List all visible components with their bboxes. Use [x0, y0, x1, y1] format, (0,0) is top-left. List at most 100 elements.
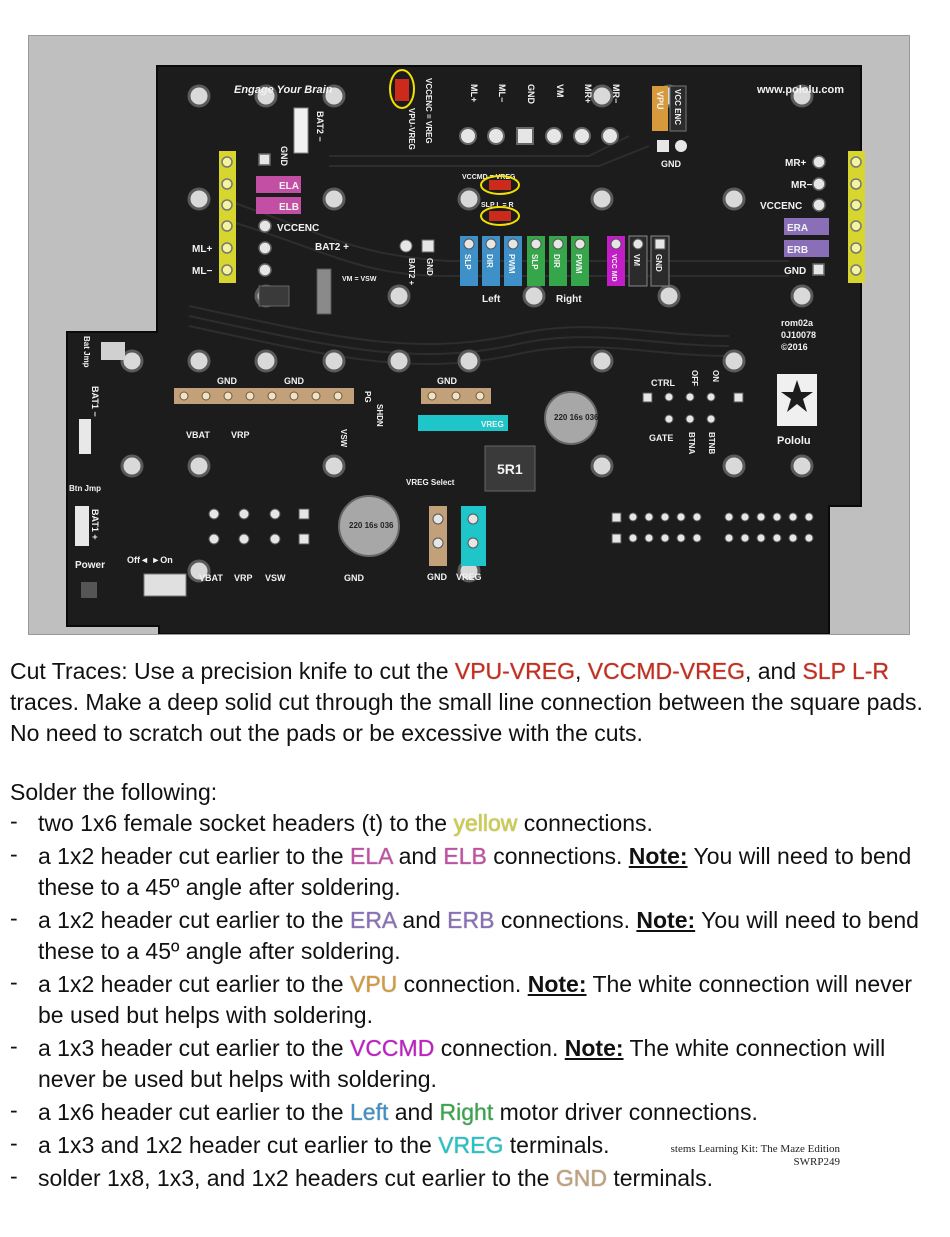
- label-vpu: VPU: [655, 91, 665, 110]
- power-switch: [143, 573, 187, 597]
- step-text: solder 1x8, 1x3, and 1x2 headers cut ear…: [38, 1165, 556, 1191]
- highlight-gnd: GND: [555, 1165, 607, 1191]
- step-text: terminals.: [503, 1132, 610, 1158]
- label-gnd-bottom: GND: [427, 572, 448, 582]
- step-text: connections.: [494, 907, 637, 933]
- label-dir-right: DIR: [552, 254, 561, 268]
- right-yellow-header: [848, 151, 865, 283]
- pcb-drawing: Engage Your Brain www.pololu.com VCCENC …: [66, 65, 865, 634]
- top-pin-label: MR+: [583, 84, 593, 103]
- vccmd-vreg-highlight: [480, 175, 520, 195]
- highlight-ela: ELA: [349, 843, 393, 869]
- label-erb: ERB: [787, 245, 808, 256]
- bottom-right-header: [611, 512, 814, 544]
- label-slp-lr: SLP L = R: [481, 202, 514, 209]
- capacitor-left: [338, 495, 400, 557]
- instructions: Cut Traces: Use a precision knife to cut…: [10, 656, 935, 1196]
- pololu-text: Pololu: [777, 435, 811, 447]
- label-gnd-tan1: GND: [217, 376, 238, 386]
- label-vm: VM: [632, 254, 641, 266]
- label-btnb: BTNB: [707, 432, 716, 454]
- pcb-photo: Engage Your Brain www.pololu.com VCCENC …: [28, 35, 910, 635]
- top-motor-pins: [459, 127, 619, 145]
- vpu-pad: [652, 86, 668, 131]
- label-gnd-md: GND: [654, 254, 663, 272]
- label-off-on: Off◄ ►On: [127, 555, 173, 565]
- label-gnd-tan2: GND: [284, 376, 305, 386]
- ela-pad: [256, 176, 301, 193]
- label-vpu-vreg: VPU-VREG: [407, 108, 416, 150]
- list-item: two 1x6 female socket headers (t) to the…: [10, 806, 935, 839]
- step-text: motor driver connections.: [493, 1099, 758, 1125]
- capacitor-right: [544, 391, 598, 445]
- label-vcc-enc: VCC ENC: [673, 89, 682, 125]
- step-text: connections.: [517, 810, 653, 836]
- highlight-erb: ERB: [447, 907, 495, 933]
- label-gnd-left: GND: [279, 146, 289, 167]
- label-ml-plus: ML+: [192, 244, 212, 255]
- list-item: a 1x6 header cut earlier to the Left and…: [10, 1095, 935, 1128]
- label-bat2-plus: BAT2 +: [315, 242, 349, 253]
- step-text: You will need to bend these to a 45º ang…: [38, 843, 912, 900]
- gnd-header-1x8: [174, 388, 354, 404]
- step-text: a 1x2 header cut earlier to the: [38, 843, 350, 869]
- top-pin-label: MR−: [611, 84, 621, 103]
- list-item: solder 1x8, 1x3, and 1x2 headers cut ear…: [10, 1161, 935, 1194]
- solder-steps: two 1x6 female socket headers (t) to the…: [10, 806, 935, 1194]
- power-button: [81, 582, 97, 598]
- step-text: a 1x3 header cut earlier to the: [38, 1035, 350, 1061]
- inductor: [484, 445, 536, 492]
- elb-pad: [256, 197, 301, 214]
- highlight-vccmd: VCCMD: [349, 1035, 435, 1061]
- era-pad: [784, 218, 829, 235]
- board-id: rom02a: [781, 318, 814, 328]
- top-pin-label: ML+: [469, 84, 479, 102]
- label-vsw-bottom: VSW: [265, 573, 286, 583]
- label-vreg-bottom: VREG: [456, 572, 482, 582]
- step-text: connections.: [486, 843, 629, 869]
- list-item: a 1x2 header cut earlier to the ERA and …: [10, 903, 935, 967]
- label-vrp-top: VRP: [231, 430, 250, 440]
- erb-pad: [784, 240, 829, 257]
- label-power: Power: [75, 560, 105, 571]
- label-left: Left: [482, 294, 501, 305]
- label-vbat-top: VBAT: [186, 430, 210, 440]
- board-title: Engage Your Brain: [234, 84, 333, 96]
- step-text: a 1x3 and 1x2 header cut earlier to the: [38, 1132, 439, 1158]
- list-item: a 1x2 header cut earlier to the ELA and …: [10, 839, 935, 903]
- label-pwm-left: PWM: [507, 254, 516, 274]
- vccmd-vreg-jumper: [489, 180, 511, 190]
- step-text: connection.: [434, 1035, 565, 1061]
- highlight-elb: ELB: [443, 843, 487, 869]
- cut-trace-vccmd-vreg: VCCMD-VREG: [587, 658, 745, 684]
- top-pin-label: GND: [526, 84, 536, 105]
- cut-trace-slp-lr: SLP L-R: [802, 658, 890, 684]
- highlight-era: ERA: [349, 907, 397, 933]
- label-off: OFF: [690, 370, 699, 386]
- label-vccenc-vreg: VCCENC = VREG: [424, 78, 433, 144]
- label-vreg-select: VREG Select: [406, 478, 455, 487]
- step-text: and: [396, 907, 448, 933]
- label-elb: ELB: [279, 202, 299, 213]
- slp-lr-jumper: [489, 211, 511, 221]
- step-text: and: [388, 1099, 440, 1125]
- highlight-yellow: yellow: [453, 810, 518, 836]
- label-bat1-minus: BAT1 −: [90, 386, 100, 417]
- slp-lr-highlight: [480, 206, 520, 226]
- label-ml-minus: ML−: [192, 266, 212, 277]
- label-right: Right: [556, 294, 582, 305]
- label-gnd-vpu: GND: [661, 159, 682, 169]
- label-gate: GATE: [649, 433, 673, 443]
- note-label: Note:: [527, 971, 587, 997]
- list-item: a 1x2 header cut earlier to the VPU conn…: [10, 967, 935, 1031]
- label-vrp-bottom: VRP: [234, 573, 253, 583]
- note-label: Note:: [628, 843, 688, 869]
- capacitor-left-label: 220 16s 036: [349, 521, 394, 530]
- left-yellow-header: [219, 151, 236, 283]
- highlight-vreg: VREG: [438, 1132, 504, 1158]
- vpu-vreg-highlight: [389, 69, 415, 109]
- label-vcc-md: VCC MD: [610, 254, 617, 282]
- inductor-label: 5R1: [497, 461, 523, 477]
- cut-prefix: Cut Traces: Use a precision knife to cut…: [10, 658, 455, 684]
- label-on: ON: [711, 370, 720, 382]
